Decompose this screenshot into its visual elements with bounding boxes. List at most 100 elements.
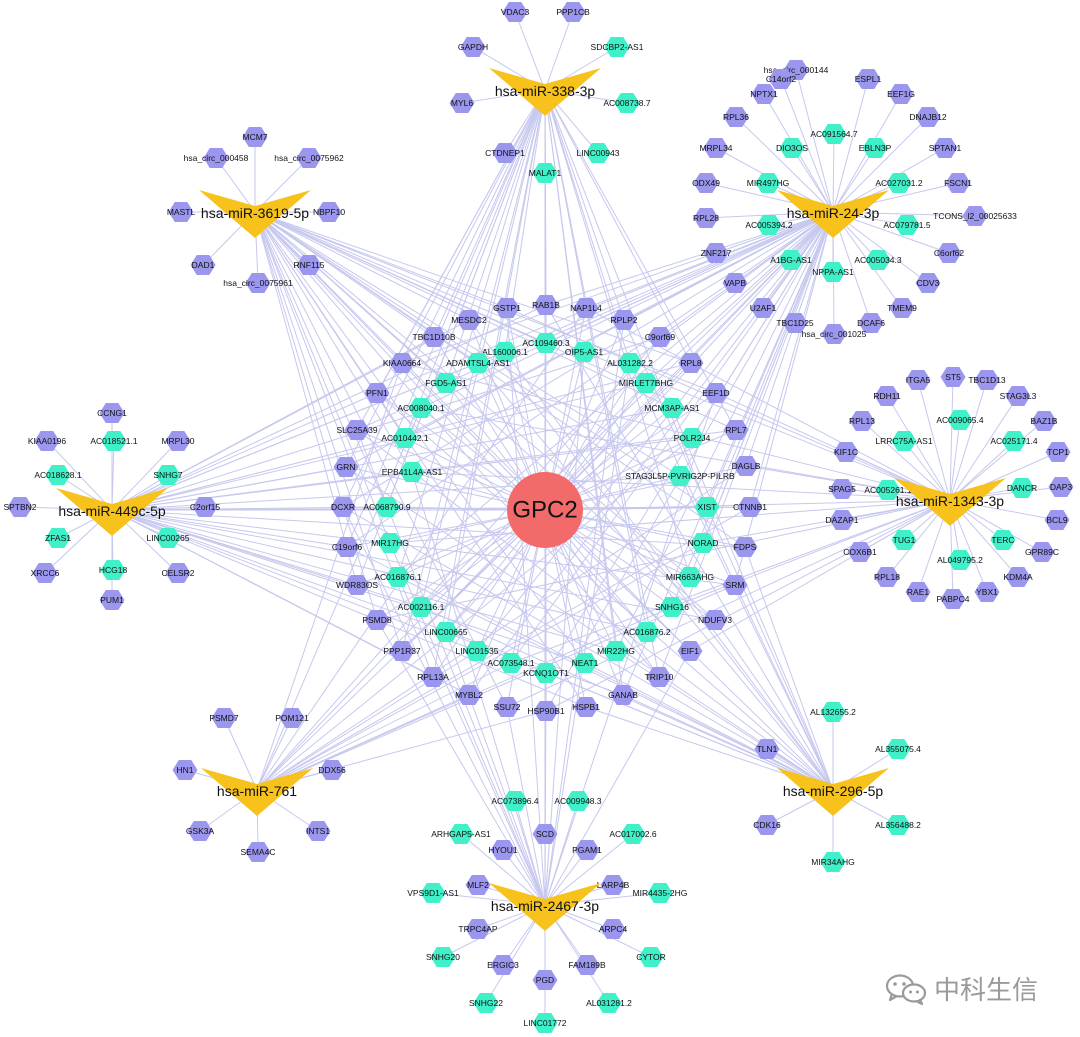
shared-node[interactable]: SSU72 <box>494 697 521 717</box>
target-node[interactable]: TERC <box>990 530 1016 550</box>
target-node[interactable]: TBC1D25 <box>776 313 814 333</box>
target-node[interactable]: PGD <box>532 970 558 990</box>
target-node[interactable]: AC018628.1 <box>34 465 82 485</box>
target-node[interactable]: U2AF1 <box>750 298 777 318</box>
target-node[interactable]: C14orf2 <box>766 69 797 89</box>
target-node[interactable]: DAD1 <box>190 255 216 275</box>
target-node[interactable]: SCD <box>532 824 558 844</box>
shared-node[interactable]: RPL7 <box>723 420 749 440</box>
target-node[interactable]: AC008738.7 <box>603 93 651 113</box>
target-node[interactable]: LINC00943 <box>576 143 620 163</box>
target-node[interactable]: NBPF10 <box>313 202 345 222</box>
target-node[interactable]: CCNG1 <box>97 403 127 423</box>
shared-node[interactable]: XIST <box>694 497 720 517</box>
target-node[interactable]: EBLN3P <box>859 138 892 158</box>
target-node[interactable]: DAZAP1 <box>825 510 859 530</box>
target-node[interactable]: HCG18 <box>99 560 128 580</box>
target-node[interactable]: AL356488.2 <box>875 815 921 835</box>
target-node[interactable]: AC073896.4 <box>491 791 539 811</box>
target-node[interactable]: MASTL <box>167 202 196 222</box>
target-node[interactable]: ERGIC3 <box>487 955 519 975</box>
shared-node[interactable]: OIP5-AS1 <box>565 342 604 362</box>
shared-node[interactable]: AC016876.1 <box>374 567 422 587</box>
mirna-node-m2467[interactable]: hsa-miR-2467-3p <box>489 883 601 931</box>
target-node[interactable]: ZFAS1 <box>45 528 71 548</box>
shared-node[interactable]: HSP90B1 <box>527 701 565 721</box>
target-node[interactable]: NPPA-AS1 <box>812 262 854 282</box>
target-node[interactable]: SNHG7 <box>153 465 183 485</box>
target-node[interactable]: GPR89C <box>1025 542 1059 562</box>
target-node[interactable]: RPL18 <box>874 567 900 587</box>
shared-node[interactable]: PSMD8 <box>362 610 392 630</box>
shared-node[interactable]: TBC1D10B <box>413 327 456 347</box>
target-node[interactable]: PSMD7 <box>209 708 239 728</box>
shared-node[interactable]: FGD5-AS1 <box>425 373 467 393</box>
target-node[interactable]: ZNF217 <box>701 243 732 263</box>
target-node[interactable]: SEMA4C <box>241 842 276 862</box>
target-node[interactable]: BAZ1B <box>1031 411 1058 431</box>
target-node[interactable]: AL355075.4 <box>875 739 921 759</box>
target-node[interactable]: SNHG22 <box>469 993 503 1013</box>
shared-node[interactable]: MIR17HG <box>371 533 409 553</box>
target-node[interactable]: hsa_circ_000458 <box>184 148 249 168</box>
target-node[interactable]: AC091564.7 <box>810 124 858 144</box>
target-node[interactable]: VAPB <box>722 273 748 293</box>
target-node[interactable]: KDM4A <box>1003 567 1033 587</box>
shared-node[interactable]: SNHG16 <box>655 597 689 617</box>
shared-node[interactable]: C9orf69 <box>645 327 676 347</box>
target-node[interactable]: A1BG-AS1 <box>770 250 812 270</box>
shared-node[interactable]: NEAT1 <box>572 653 599 673</box>
shared-node[interactable]: MIRLET7BHG <box>619 373 673 393</box>
target-node[interactable]: AC025171.4 <box>990 431 1038 451</box>
shared-node[interactable]: MCM3AP-AS1 <box>644 398 700 418</box>
target-node[interactable]: ITGA5 <box>905 370 931 390</box>
target-node[interactable]: GSK3A <box>186 821 215 841</box>
target-node[interactable]: TCONS_l2_00025633 <box>933 206 1017 226</box>
shared-node[interactable]: KCNQ1OT1 <box>523 663 569 683</box>
shared-node[interactable]: MESDC2 <box>451 310 487 330</box>
shared-node[interactable]: FDPS <box>732 537 758 557</box>
shared-node[interactable]: KIAA0664 <box>383 353 422 373</box>
shared-node[interactable]: DAGLB <box>732 456 761 476</box>
target-node[interactable]: HYOU1 <box>488 840 518 860</box>
target-node[interactable]: ARHGAP5-AS1 <box>431 824 491 844</box>
target-node[interactable]: POM121 <box>275 708 309 728</box>
shared-node[interactable]: POLR2J4 <box>674 428 711 448</box>
target-node[interactable]: NPTX1 <box>750 84 778 104</box>
target-node[interactable]: COX6B1 <box>843 542 877 562</box>
target-node[interactable]: RPL28 <box>693 208 719 228</box>
shared-node[interactable]: AL160006.1 <box>482 342 528 362</box>
target-node[interactable]: PABPC4 <box>937 589 970 609</box>
mirna-node-m1343[interactable]: hsa-miR-1343-3p <box>894 478 1006 526</box>
target-node[interactable]: INTS1 <box>305 821 331 841</box>
shared-node[interactable]: C19orf6 <box>332 537 363 557</box>
shared-node[interactable]: NORAD <box>688 533 719 553</box>
target-node[interactable]: AC079781.5 <box>883 215 931 235</box>
target-node[interactable]: LARP4B <box>597 875 630 895</box>
target-node[interactable]: DDX56 <box>318 760 346 780</box>
target-node[interactable]: MRPL34 <box>699 138 733 158</box>
target-node[interactable]: PPP1CB <box>556 2 590 22</box>
mirna-node-m296[interactable]: hsa-miR-296-5p <box>777 768 889 816</box>
shared-node[interactable]: EIF1 <box>677 641 703 661</box>
shared-node[interactable]: STAG3L5P-PVRIG2P-PILRB <box>625 466 735 486</box>
shared-node[interactable]: NDUFV3 <box>698 610 732 630</box>
target-node[interactable]: RDH11 <box>873 386 901 406</box>
mirna-node-m3619[interactable]: hsa-miR-3619-5p <box>199 190 311 238</box>
target-node[interactable]: AC017002.6 <box>609 824 657 844</box>
shared-node[interactable]: GSTP1 <box>493 298 521 318</box>
target-node[interactable]: MIR34AHG <box>811 852 855 872</box>
target-node[interactable]: AC027031.2 <box>875 173 923 193</box>
shared-node[interactable]: AC008040.1 <box>397 398 445 418</box>
target-node[interactable]: AL049795.2 <box>937 550 983 570</box>
shared-node[interactable]: AC016876.2 <box>623 622 671 642</box>
mirna-node-m449[interactable]: hsa-miR-449c-5p <box>56 488 168 536</box>
target-node[interactable]: MIR497HG <box>747 173 790 193</box>
target-node[interactable]: PUM1 <box>99 590 125 610</box>
shared-node[interactable]: SLC25A39 <box>336 420 378 440</box>
target-node[interactable]: C2orf15 <box>190 497 221 517</box>
target-node[interactable]: VPS9D1-AS1 <box>407 883 459 903</box>
target-node[interactable]: DANCR <box>1007 478 1037 498</box>
shared-node[interactable]: GRN <box>333 457 359 477</box>
target-node[interactable]: KIAA0196 <box>28 431 67 451</box>
